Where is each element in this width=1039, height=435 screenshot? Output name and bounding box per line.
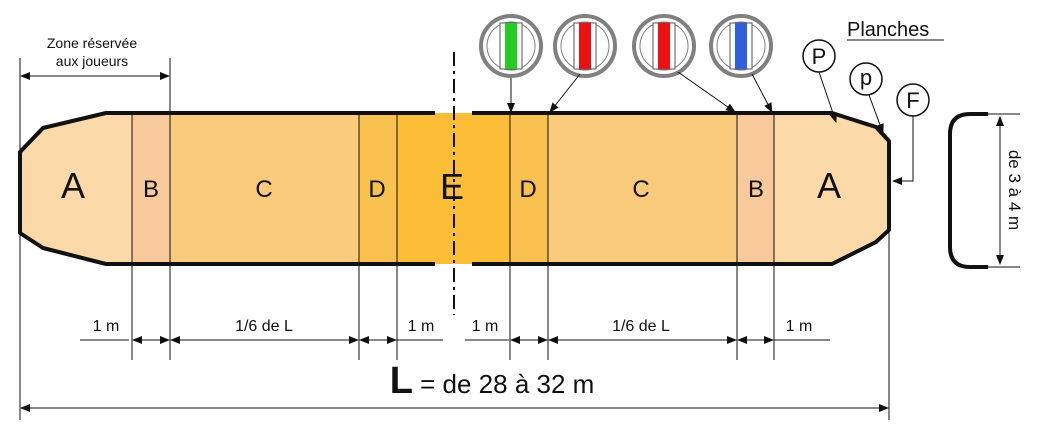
zone-a-left (20, 113, 132, 264)
dimension-lines (20, 336, 889, 412)
zone-d-left (359, 113, 397, 264)
total-length-symbol: L (390, 360, 413, 402)
label-a-left: A (61, 165, 85, 206)
planches-label: Planches (847, 19, 929, 41)
ring-red-2 (632, 14, 696, 78)
ring-green (479, 14, 543, 78)
zone-c-right (548, 113, 737, 264)
ring-blue (709, 14, 773, 78)
marker-p-lower-circle (849, 62, 883, 96)
label-c-left: C (255, 176, 272, 203)
colored-rings (479, 14, 773, 113)
label-d-left: D (368, 176, 385, 203)
zone-b-left (132, 113, 170, 264)
label-b-left: B (143, 176, 159, 203)
zone-d-right (510, 113, 548, 264)
ring-pointers (507, 71, 773, 113)
player-zone-annotation: Zone réservée aux joueurs (20, 35, 170, 80)
player-zone-line2: aux joueurs (56, 53, 128, 69)
label-a-right: A (817, 165, 841, 206)
player-zone-line1: Zone réservée (47, 35, 137, 51)
zone-a-right (774, 113, 889, 264)
marker-p-lower: p (860, 65, 872, 90)
section-dividers (19, 58, 890, 420)
label-e-center: E (440, 166, 464, 207)
label-c-right: C (632, 176, 649, 203)
court-outline (18, 111, 891, 266)
section-letters: A B C D E D C B A (61, 165, 841, 207)
dim-right-1m-d: 1 m (472, 318, 499, 335)
ring-red-1 (553, 14, 617, 78)
dim-left-1m-d: 1 m (408, 318, 435, 335)
side-section: de 3 à 4 m (948, 112, 1024, 269)
dim-left-sixth: 1/6 de L (235, 318, 293, 335)
dim-left-1m-a: 1 m (93, 318, 120, 335)
label-b-right: B (748, 176, 764, 203)
planches-annotation: Planches P p F (802, 19, 944, 185)
zone-b-right (737, 113, 774, 264)
total-length: L = de 28 à 32 m (390, 360, 595, 402)
dimension-labels: 1 m 1/6 de L 1 m 1 m 1/6 de L 1 m (93, 318, 813, 335)
dim-right-sixth: 1/6 de L (612, 318, 670, 335)
side-width-label: de 3 à 4 m (1005, 150, 1024, 230)
dim-right-1m-b: 1 m (786, 318, 813, 335)
marker-f: F (906, 88, 919, 113)
label-d-right: D (519, 176, 536, 203)
total-length-text: = de 28 à 32 m (413, 369, 594, 399)
zone-c-left (170, 113, 359, 264)
marker-p-upper: P (812, 44, 827, 69)
